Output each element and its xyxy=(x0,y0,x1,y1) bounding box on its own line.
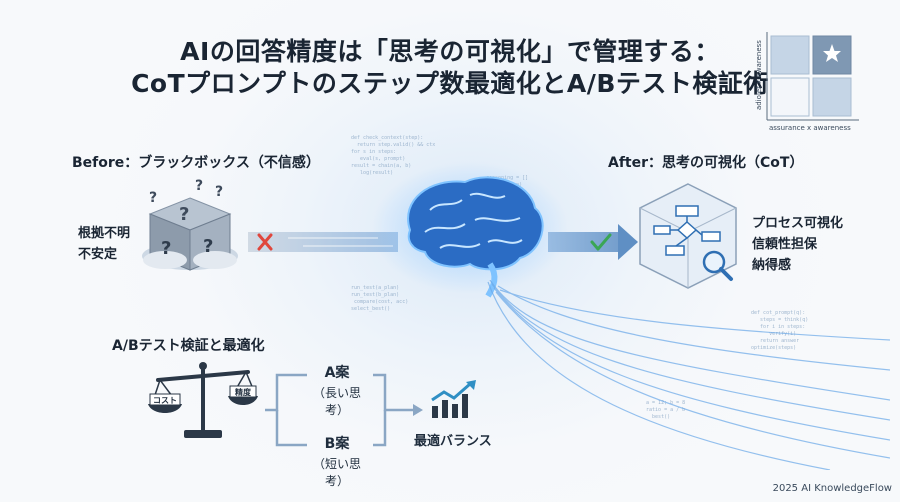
after-benefit-2: 信頼性担保 xyxy=(752,237,818,252)
matrix-y-axis-label: adiolet x awareness xyxy=(755,40,763,110)
option-b: B案 （短い思考） xyxy=(305,433,369,489)
scale-right-label: 精度 xyxy=(235,388,251,397)
matrix-logo: adiolet x awareness assurance x awarenes… xyxy=(755,28,865,138)
ab-test-heading: A/Bテスト検証と最適化 xyxy=(112,338,265,354)
output-arrow xyxy=(548,222,638,262)
check-icon xyxy=(590,233,612,251)
before-heading: Before：ブラックボックス（不信感） xyxy=(72,155,320,171)
magnifier-icon xyxy=(702,250,733,281)
before-problem-2: 不安定 xyxy=(78,247,118,262)
before-problem-1: 根拠不明 xyxy=(78,226,131,241)
option-b-subtitle: （短い思考） xyxy=(312,457,361,488)
question-mark-icon: ? xyxy=(179,204,189,225)
code-snippet: def cot_prompt(q): steps = think(q) for … xyxy=(751,310,809,351)
transparent-box-icon xyxy=(636,180,740,292)
scale-left-label: コスト xyxy=(153,396,177,405)
black-box-cube: ? ? ? ? ? ? xyxy=(135,178,245,278)
code-snippet: run_test(a_plan) run_test(b_plan) compar… xyxy=(351,285,409,312)
optimal-balance-label: 最適バランス xyxy=(414,434,492,449)
footer-credit: 2025 AI KnowledgeFlow xyxy=(772,483,892,494)
option-a-subtitle: （長い思考） xyxy=(312,386,361,417)
question-mark-icon: ? xyxy=(195,178,203,194)
growth-chart-icon xyxy=(430,380,478,418)
code-snippet: a = 12; b = 8 ratio = a / b best() xyxy=(646,400,686,420)
balance-scale-icon: コスト 精度 xyxy=(148,358,258,443)
quadrant-matrix-icon xyxy=(766,32,859,121)
data-stream-lines xyxy=(470,279,891,471)
star-icon xyxy=(823,44,841,62)
code-snippet: def check_context(step): return step.val… xyxy=(351,135,436,176)
cross-icon xyxy=(257,233,273,251)
after-heading: After：思考の可視化（CoT） xyxy=(608,155,804,171)
question-mark-icon: ? xyxy=(149,190,157,206)
question-mark-icon: ? xyxy=(203,236,213,257)
page-title-line-2: CoTプロンプトのステップ数最適化とA/Bテスト検証術 xyxy=(131,69,769,98)
option-b-title: B案 xyxy=(324,436,350,452)
option-a-title: A案 xyxy=(324,365,350,381)
question-mark-icon: ? xyxy=(161,238,171,259)
page-title-line-1: AIの回答精度は「思考の可視化」で管理する： xyxy=(180,37,720,66)
brain-icon xyxy=(370,160,570,300)
option-a: A案 （長い思考） xyxy=(305,362,369,418)
matrix-x-axis-label: assurance x awareness xyxy=(769,124,851,132)
input-arrow xyxy=(248,222,398,262)
ab-flow-arrows xyxy=(265,365,425,475)
question-mark-icon: ? xyxy=(215,184,223,200)
after-benefit-3: 納得感 xyxy=(752,258,792,273)
after-benefit-1: プロセス可視化 xyxy=(752,216,844,231)
